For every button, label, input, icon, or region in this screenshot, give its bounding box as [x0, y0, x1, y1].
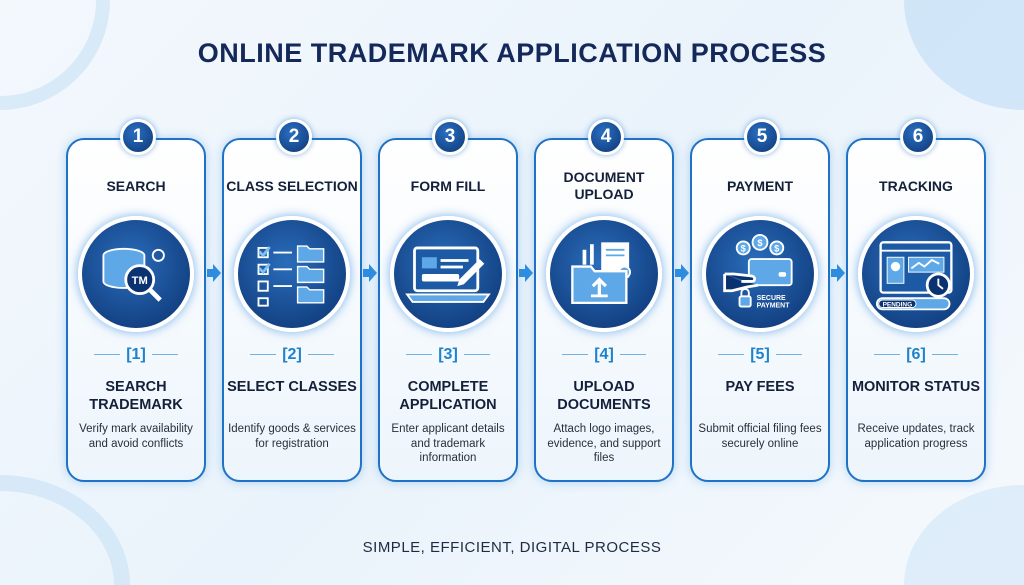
step-tag: [4]: [536, 346, 672, 364]
step-card-4: 4 DOCUMENT UPLOAD [4] UPLOAD DOCUMENTS A…: [534, 119, 674, 482]
svg-text:PAYMENT: PAYMENT: [757, 303, 791, 310]
step-headline: MONITOR STATUS: [851, 379, 981, 395]
step-card-1: 1 SEARCH TM [1] SEARCH TRADEMARK Verify …: [66, 119, 206, 482]
step-tag-text: [6]: [906, 346, 926, 363]
step-number-badge: 2: [276, 119, 312, 155]
step-number-badge: 5: [744, 119, 780, 155]
step-tag-text: [2]: [282, 346, 302, 363]
secure-payment-label: SECURE: [757, 295, 786, 302]
step-tag: [2]: [224, 346, 360, 364]
database-tm-magnifier-icon: TM: [78, 216, 194, 332]
arrow-right-icon: [207, 262, 221, 284]
step-tag: [1]: [68, 346, 204, 364]
step-tag-text: [1]: [126, 346, 146, 363]
footer-tagline: SIMPLE, EFFICIENT, DIGITAL PROCESS: [362, 539, 662, 556]
svg-text:PENDING: PENDING: [883, 302, 913, 309]
step-tag-text: [4]: [594, 346, 614, 363]
step-number-badge: 6: [900, 119, 936, 155]
step-card-3: 3 FORM FILL [3] COMPLETE APPLICATION Ent…: [378, 119, 518, 482]
step-description: Verify mark availability and avoid confl…: [79, 423, 193, 450]
step-headline: PAY FEES: [725, 379, 795, 395]
step-tag: [6]: [848, 346, 984, 364]
step-card-2: 2 CLASS SELECTION [2] SELECT CLASSES Ide…: [222, 119, 362, 482]
arrow-right-icon: [675, 262, 689, 284]
step-description: Attach logo images, evidence, and suppor…: [547, 423, 661, 464]
svg-text:$: $: [774, 244, 780, 254]
step-card-6: 6 TRACKING PENDING [6] MONITOR STATUS Re…: [846, 119, 986, 482]
folder-upload-icon: [546, 216, 662, 332]
step-title: TRACKING: [879, 177, 953, 194]
step-headline: UPLOAD DOCUMENTS: [557, 379, 651, 413]
page-title: ONLINE TRADEMARK APPLICATION PROCESS: [197, 38, 827, 68]
dashboard-clock-icon: PENDING: [858, 216, 974, 332]
step-tag: [3]: [380, 346, 516, 364]
step-headline: COMPLETE APPLICATION: [399, 379, 497, 413]
step-description: Receive updates, track application progr…: [857, 423, 975, 450]
arrow-right-icon: [519, 262, 533, 284]
step-title: DOCUMENT UPLOAD: [563, 169, 645, 202]
step-headline: SEARCH TRADEMARK: [89, 379, 183, 413]
step-title: CLASS SELECTION: [226, 177, 358, 194]
step-tag: [5]: [692, 346, 828, 364]
step-tag-text: [5]: [750, 346, 770, 363]
step-number-badge: 1: [120, 119, 156, 155]
step-title: FORM FILL: [410, 177, 486, 194]
checklist-folders-icon: [234, 216, 350, 332]
step-tag-text: [3]: [438, 346, 458, 363]
decor-corner: [904, 485, 1024, 585]
step-description: Enter applicant details and trademark in…: [391, 423, 505, 464]
step-number-badge: 4: [588, 119, 624, 155]
svg-text:$: $: [757, 238, 763, 248]
decor-corner: [0, 475, 130, 585]
step-title: PAYMENT: [726, 177, 794, 194]
arrow-right-icon: [363, 262, 377, 284]
step-description: Identify goods & services for registrati…: [228, 423, 356, 450]
step-description: Submit official filing fees securely onl…: [698, 423, 822, 450]
step-title: SEARCH: [106, 177, 166, 194]
svg-text:TM: TM: [132, 275, 148, 287]
laptop-form-pen-icon: [390, 216, 506, 332]
step-number-badge: 3: [432, 119, 468, 155]
step-headline: SELECT CLASSES: [227, 379, 357, 395]
arrow-right-icon: [831, 262, 845, 284]
svg-text:$: $: [741, 244, 747, 254]
